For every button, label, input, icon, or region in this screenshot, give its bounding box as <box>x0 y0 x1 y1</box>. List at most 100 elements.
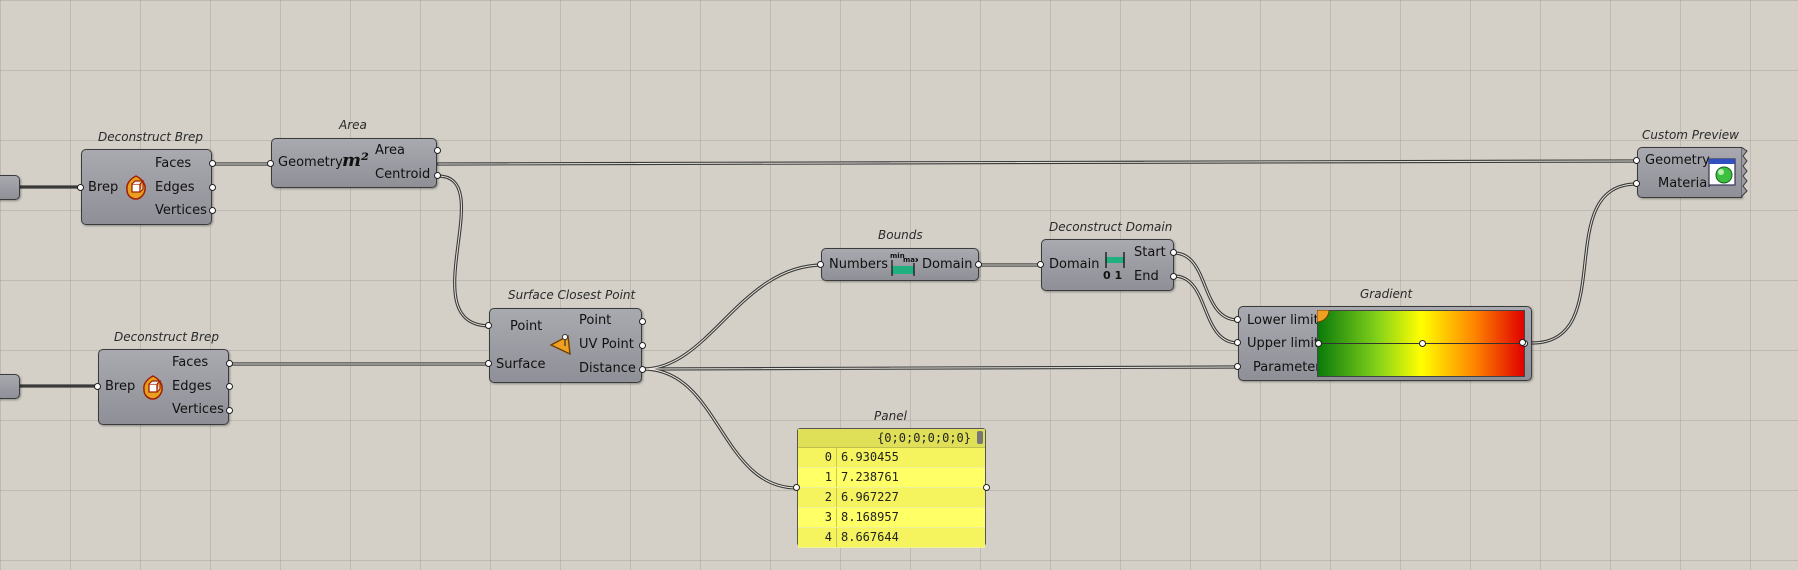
brep-icon <box>126 175 146 200</box>
grip-distance-out[interactable] <box>639 366 646 373</box>
output-end[interactable]: End <box>1134 269 1159 284</box>
input-geometry[interactable]: Geometry <box>1645 153 1710 168</box>
offscreen-component-1[interactable] <box>0 175 20 200</box>
row-value: 8.667644 <box>841 530 899 544</box>
grip-panel-in[interactable] <box>793 484 800 491</box>
input-material[interactable]: Material <box>1658 176 1711 191</box>
grip-geometry-in[interactable] <box>267 160 274 167</box>
grip-point-out[interactable] <box>639 318 646 325</box>
list-item: 1 7.238761 <box>798 468 985 488</box>
custom-preview-zigzag-edge <box>1741 147 1748 198</box>
gradient-title: Gradient <box>1360 287 1413 301</box>
grip-material-in[interactable] <box>1633 180 1640 187</box>
closest-point-icon <box>549 334 571 356</box>
grip-upper-in[interactable] <box>1234 339 1241 346</box>
preview-sphere-icon <box>1708 158 1736 186</box>
grip-point-in[interactable] <box>485 322 492 329</box>
svg-text:min: min <box>890 252 905 260</box>
gradient-handle-mid[interactable] <box>1419 340 1426 347</box>
grip-uvpoint-out[interactable] <box>639 342 646 349</box>
custom-preview-title: Custom Preview <box>1642 128 1739 142</box>
grip-end-out[interactable] <box>1170 273 1177 280</box>
deconstruct-domain-component[interactable]: Domain 0 1 Start End <box>1041 239 1174 291</box>
grip-brep-in-1[interactable] <box>77 184 84 191</box>
area-component[interactable]: Geometry m² Area Centroid <box>271 138 437 188</box>
output-distance[interactable]: Distance <box>579 361 636 376</box>
svg-text:max: max <box>903 256 918 264</box>
row-value: 7.238761 <box>841 470 899 484</box>
grip-edges-out-1[interactable] <box>209 184 216 191</box>
output-uv-point[interactable]: UV Point <box>579 337 634 352</box>
output-vertices[interactable]: Vertices <box>155 203 207 218</box>
grip-faces-out-2[interactable] <box>226 360 233 367</box>
output-point[interactable]: Point <box>579 313 612 328</box>
panel-header-path: {0;0;0;0;0;0} <box>877 431 971 445</box>
input-surface[interactable]: Surface <box>496 357 546 372</box>
grip-area-out[interactable] <box>434 147 441 154</box>
grip-vertices-out-1[interactable] <box>209 207 216 214</box>
grip-parameter-in[interactable] <box>1234 363 1241 370</box>
grip-start-out[interactable] <box>1170 249 1177 256</box>
gradient-component[interactable]: Lower limit Upper limit Parameter <box>1238 306 1532 381</box>
row-index: 1 <box>798 468 837 487</box>
custom-preview-component[interactable]: Geometry Material <box>1637 147 1748 198</box>
grip-geometry-in-preview[interactable] <box>1633 157 1640 164</box>
bounds-title: Bounds <box>878 228 923 242</box>
bounds-component[interactable]: Numbers min max Domain <box>821 248 979 281</box>
output-centroid[interactable]: Centroid <box>375 167 431 182</box>
input-numbers[interactable]: Numbers <box>829 257 888 272</box>
grip-edges-out-2[interactable] <box>226 383 233 390</box>
row-value: 6.967227 <box>841 490 899 504</box>
surface-closest-point-component[interactable]: Point Surface Point UV Point Distance <box>489 308 642 383</box>
panel-title: Panel <box>874 409 907 423</box>
deconstruct-brep-2[interactable]: Brep Faces Edges Vertices <box>98 349 229 425</box>
output-vertices[interactable]: Vertices <box>172 402 224 417</box>
grip-lower-in[interactable] <box>1234 316 1241 323</box>
input-domain[interactable]: Domain <box>1049 257 1100 272</box>
output-faces[interactable]: Faces <box>172 355 209 370</box>
input-upper-limit[interactable]: Upper limit <box>1247 336 1320 351</box>
grip-gradient-out[interactable] <box>1519 339 1526 346</box>
input-parameter[interactable]: Parameter <box>1253 360 1321 375</box>
panel-scrollbar[interactable] <box>977 431 983 444</box>
row-value: 6.930455 <box>841 450 899 464</box>
brep-icon <box>143 375 163 400</box>
output-domain[interactable]: Domain <box>922 257 973 272</box>
input-point[interactable]: Point <box>510 319 543 334</box>
grip-numbers-in[interactable] <box>817 261 824 268</box>
svg-text:0 1: 0 1 <box>1103 269 1122 280</box>
grip-faces-out-1[interactable] <box>209 160 216 167</box>
gradient-handle-left[interactable] <box>1315 340 1322 347</box>
output-area[interactable]: Area <box>375 143 405 158</box>
output-start[interactable]: Start <box>1134 245 1166 260</box>
grip-vertices-out-2[interactable] <box>226 407 233 414</box>
input-geometry[interactable]: Geometry <box>278 155 343 170</box>
grip-domain-out[interactable] <box>975 261 982 268</box>
input-brep[interactable]: Brep <box>105 379 136 394</box>
offscreen-component-2[interactable] <box>0 374 20 399</box>
gradient-corner-icon <box>1317 310 1329 322</box>
output-edges[interactable]: Edges <box>155 180 195 195</box>
output-faces[interactable]: Faces <box>155 156 192 171</box>
grip-surface-in[interactable] <box>485 360 492 367</box>
row-value: 8.168957 <box>841 510 899 524</box>
output-edges[interactable]: Edges <box>172 379 212 394</box>
surface-closest-point-title: Surface Closest Point <box>508 288 636 302</box>
deconstruct-brep-1[interactable]: Brep Faces Edges Vertices <box>81 149 212 225</box>
panel-header: {0;0;0;0;0;0} <box>798 429 985 448</box>
grip-centroid-out[interactable] <box>434 172 441 179</box>
deconstruct-brep-2-title: Deconstruct Brep <box>114 330 219 344</box>
input-lower-limit[interactable]: Lower limit <box>1247 313 1319 328</box>
grip-brep-in-2[interactable] <box>94 383 101 390</box>
input-brep[interactable]: Brep <box>88 180 119 195</box>
wire-distance-bounds <box>641 263 825 371</box>
deconstruct-domain-icon: 0 1 <box>1103 252 1125 280</box>
grip-panel-out[interactable] <box>983 484 990 491</box>
grip-domain-in[interactable] <box>1037 261 1044 268</box>
wire-centroid-point <box>436 174 492 328</box>
